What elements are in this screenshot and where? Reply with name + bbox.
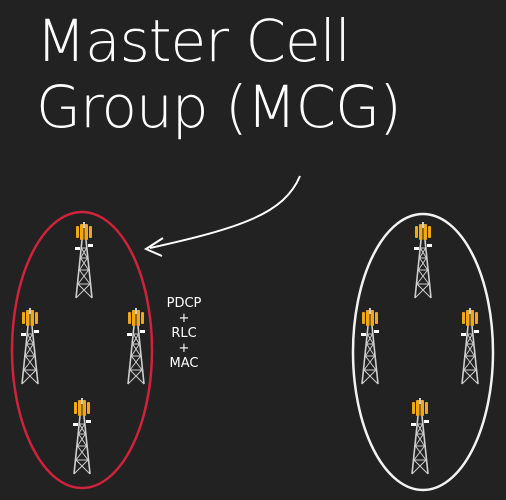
curved-arrow-icon bbox=[143, 175, 301, 257]
stack-layer: RLC bbox=[171, 326, 197, 341]
secondary-ellipse bbox=[351, 212, 495, 492]
cell-tower-icon bbox=[410, 397, 430, 475]
cell-tower-icon bbox=[74, 221, 94, 299]
cell-tower-icon bbox=[20, 307, 40, 385]
stack-layer: MAC bbox=[169, 356, 199, 371]
cell-tower-icon bbox=[460, 307, 480, 385]
stack-layer: PDCP bbox=[166, 296, 202, 311]
cell-tower-icon bbox=[126, 307, 146, 385]
stack-plus: + bbox=[178, 311, 190, 326]
cell-tower-icon bbox=[413, 221, 433, 299]
protocol-stack-label: PDCP + RLC + MAC bbox=[163, 296, 205, 371]
diagram-title: Master Cell Group (MCG) bbox=[36, 7, 402, 141]
title-line-2: Group (MCG) bbox=[36, 73, 402, 141]
stack-plus: + bbox=[178, 341, 190, 356]
title-line-1: Master Cell bbox=[36, 7, 351, 75]
cell-tower-icon bbox=[72, 397, 92, 475]
cell-tower-icon bbox=[360, 307, 380, 385]
mcg-ellipse bbox=[10, 210, 154, 490]
